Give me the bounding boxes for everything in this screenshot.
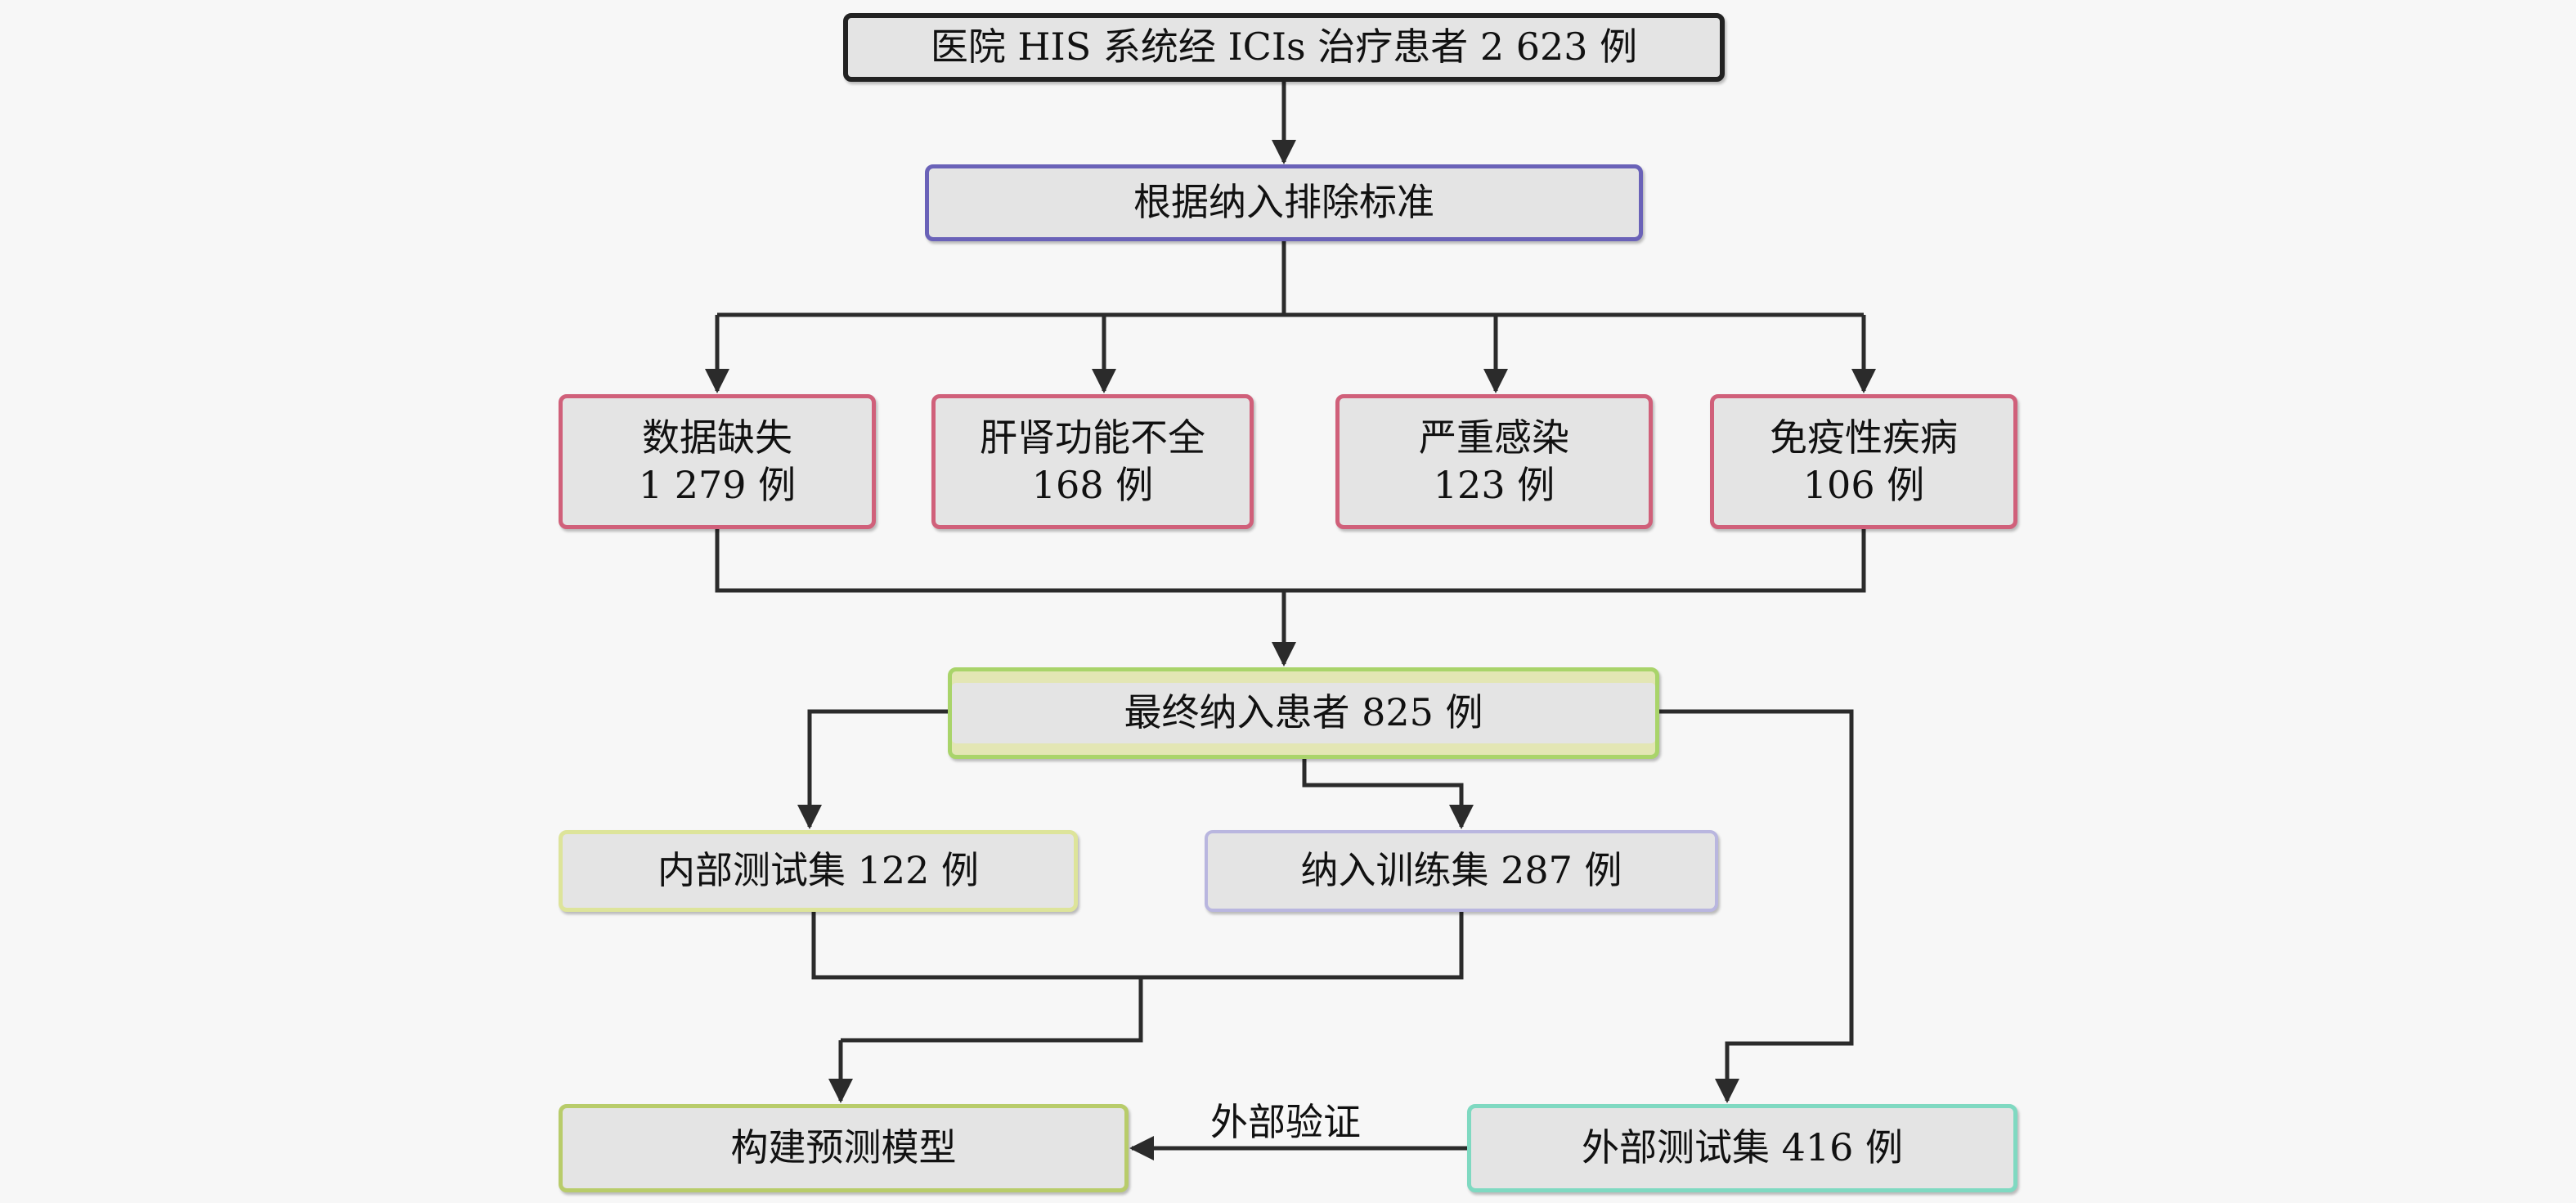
node-criteria: 根据纳入排除标准	[925, 164, 1643, 241]
arrow-final-to-external	[1659, 709, 1854, 1103]
exclusion-title: 肝肾功能不全	[980, 415, 1205, 460]
arrow-final-to-training	[1302, 759, 1474, 829]
exclusion-count: 123 例	[1433, 462, 1555, 507]
node-internal-text: 内部测试集 122 例	[657, 848, 980, 893]
exclusion-count: 106 例	[1802, 462, 1925, 507]
node-training-set: 纳入训练集 287 例	[1205, 830, 1718, 912]
connector-exclusion-merge	[715, 529, 1866, 593]
exclusion-title: 严重感染	[1419, 415, 1569, 460]
node-exclusion-infection: 严重感染 123 例	[1335, 394, 1653, 529]
connector-sets-merge	[811, 912, 1464, 1043]
node-exclusion-hepatorenal: 肝肾功能不全 168 例	[931, 394, 1254, 529]
arrow-final-to-internal	[797, 709, 948, 829]
node-build-model: 构建预测模型	[559, 1104, 1129, 1192]
node-final-included: 最终纳入患者 825 例	[948, 667, 1659, 759]
node-final-text: 最终纳入患者 825 例	[1124, 690, 1483, 735]
edge-label-external-validation: 外部验证	[1210, 1100, 1361, 1144]
node-external-text: 外部测试集 416 例	[1581, 1125, 1904, 1170]
node-external-test: 外部测试集 416 例	[1467, 1104, 2017, 1192]
exclusion-title: 数据缺失	[642, 415, 792, 460]
node-build-text: 构建预测模型	[730, 1125, 957, 1170]
node-training-text: 纳入训练集 287 例	[1300, 848, 1622, 893]
node-internal-test: 内部测试集 122 例	[559, 830, 1078, 912]
exclusion-count: 1 279 例	[638, 462, 797, 507]
node-source-text: 医院 HIS 系统经 ICIs 治疗患者 2 623 例	[930, 25, 1638, 70]
node-exclusion-immune: 免疫性疾病 106 例	[1710, 394, 2017, 529]
exclusion-title: 免疫性疾病	[1770, 415, 1958, 460]
node-exclusion-missing-data: 数据缺失 1 279 例	[559, 394, 876, 529]
exclusion-count: 168 例	[1031, 462, 1154, 507]
node-source: 医院 HIS 系统经 ICIs 治疗患者 2 623 例	[843, 13, 1725, 82]
node-criteria-text: 根据纳入排除标准	[1133, 180, 1434, 225]
connector-criteria-branch	[717, 241, 1864, 317]
